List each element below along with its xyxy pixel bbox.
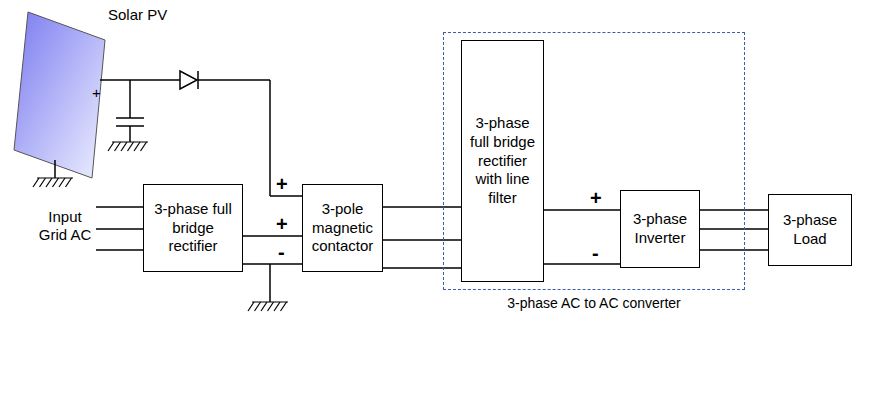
box-label: 3-pole magnetic contactor [306, 200, 379, 256]
figure-label: Solar PV [108, 6, 167, 24]
box-label: 3-phase full bridge rectifier [147, 200, 239, 256]
box-label: 3-phase Load [772, 211, 848, 249]
terminal-sign: + [92, 84, 101, 102]
polarity-sign: + [276, 214, 288, 234]
capacitor-symbol [116, 118, 144, 126]
rectifier-filter-box: 3-phase full bridge rectifier with line … [461, 40, 544, 282]
polarity-sign: + [276, 174, 288, 194]
ground-symbols [33, 142, 288, 311]
pv-wiring [96, 80, 302, 302]
input-label: Input Grid AC [34, 208, 96, 244]
bus-wire [544, 210, 620, 264]
bus-wire [243, 236, 302, 264]
diode-symbol [180, 71, 198, 89]
load-box: 3-phase Load [768, 194, 852, 266]
bus-wire [383, 207, 461, 268]
polarity-sign: - [592, 243, 599, 263]
solar-panel [14, 12, 105, 178]
rectifier-box: 3-phase full bridge rectifier [143, 184, 243, 272]
polarity-sign: - [278, 242, 285, 262]
box-label: 3-phase full bridge rectifier with line … [465, 114, 540, 208]
polarity-sign: + [590, 188, 602, 208]
group-caption: 3-phase AC to AC converter [424, 295, 764, 313]
box-label: 3-phase Inverter [624, 210, 696, 248]
contactor-box: 3-pole magnetic contactor [302, 184, 383, 272]
bus-wire [700, 210, 768, 250]
inverter-box: 3-phase Inverter [620, 190, 700, 268]
